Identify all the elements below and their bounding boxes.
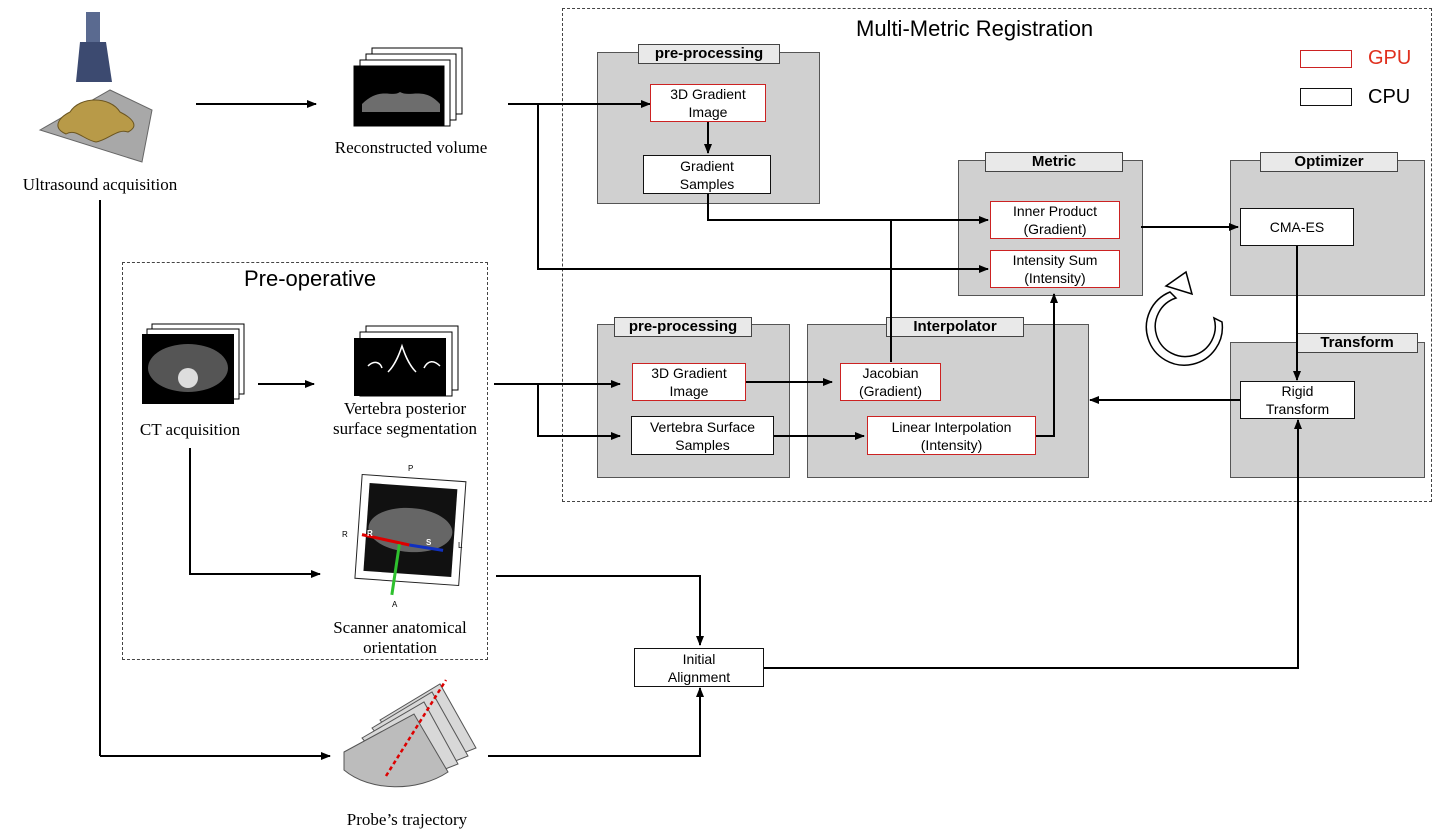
ct-stack-image — [142, 323, 245, 404]
orient-label-s: S — [426, 538, 432, 547]
caption-segmentation: Vertebra posterior surface segmentation — [333, 399, 477, 438]
probe-trajectory-image — [343, 679, 477, 788]
orient-label-a: A — [392, 600, 398, 609]
legend-cpu-swatch — [1300, 88, 1352, 106]
arrow-ct-to-orient — [189, 448, 321, 578]
interpolator-title: Interpolator — [886, 317, 1024, 337]
arrow-initial-to-rigid — [764, 419, 1302, 669]
caption-ultrasound: Ultrasound acquisition — [22, 175, 178, 194]
arrow-seg-to-vertsamples — [537, 384, 621, 440]
diagram-title: Multi-Metric Registration — [856, 16, 1094, 41]
legend-gpu-swatch — [1300, 50, 1352, 68]
legend-gpu-label: GPU — [1368, 47, 1412, 69]
arrow-orient-to-initial — [496, 575, 704, 646]
vertebra-samples-node: Vertebra Surface Samples — [631, 416, 774, 455]
initial-alignment-node: Initial Alignment — [634, 648, 764, 687]
legend-cpu-label: CPU — [1368, 86, 1411, 108]
preprocessing-title-us: pre-processing — [638, 44, 780, 64]
cma-es-node: CMA-ES — [1240, 208, 1354, 246]
orient-label-p: P — [408, 464, 414, 473]
reconstructed-volume-image — [353, 47, 463, 127]
optimizer-title: Optimizer — [1260, 152, 1398, 172]
arrow-probe-to-initial — [488, 687, 704, 757]
arrow-recon-to-intensity — [537, 104, 989, 273]
preprocessing-title-ct: pre-processing — [614, 317, 752, 337]
grad-image-ct-node: 3D Gradient Image — [632, 363, 746, 401]
segmentation-stack-image — [354, 325, 459, 397]
grad-image-us-node: 3D Gradient Image — [650, 84, 766, 122]
orient-label-r: R — [342, 530, 348, 539]
ultrasound-probe-image — [38, 12, 153, 163]
caption-probe: Probe’s trajectory — [346, 810, 468, 829]
arrow-samples-to-inner — [707, 194, 989, 224]
arrow-linear-to-intensity — [1036, 293, 1058, 437]
jacobian-node: Jacobian (Gradient) — [840, 363, 941, 401]
registration-region — [562, 8, 1432, 502]
transform-title: Transform — [1296, 333, 1418, 353]
orient-label-r2: R — [367, 529, 373, 538]
caption-orientation: Scanner anatomical orientation — [333, 618, 467, 657]
inner-product-node: Inner Product (Gradient) — [990, 201, 1120, 239]
rigid-transform-node: Rigid Transform — [1240, 381, 1355, 419]
orient-label-l: L — [458, 541, 463, 550]
orientation-image — [354, 473, 467, 596]
preoperative-title: Pre-operative — [244, 266, 377, 291]
metric-title: Metric — [985, 152, 1123, 172]
caption-reconstructed: Reconstructed volume — [334, 138, 488, 157]
linear-interpolation-node: Linear Interpolation (Intensity) — [867, 416, 1036, 455]
intensity-sum-node: Intensity Sum (Intensity) — [990, 250, 1120, 288]
gradient-samples-node: Gradient Samples — [643, 155, 771, 194]
preoperative-region — [122, 262, 488, 660]
caption-ct: CT acquisition — [139, 420, 241, 439]
iteration-loop-icon — [1145, 270, 1224, 366]
